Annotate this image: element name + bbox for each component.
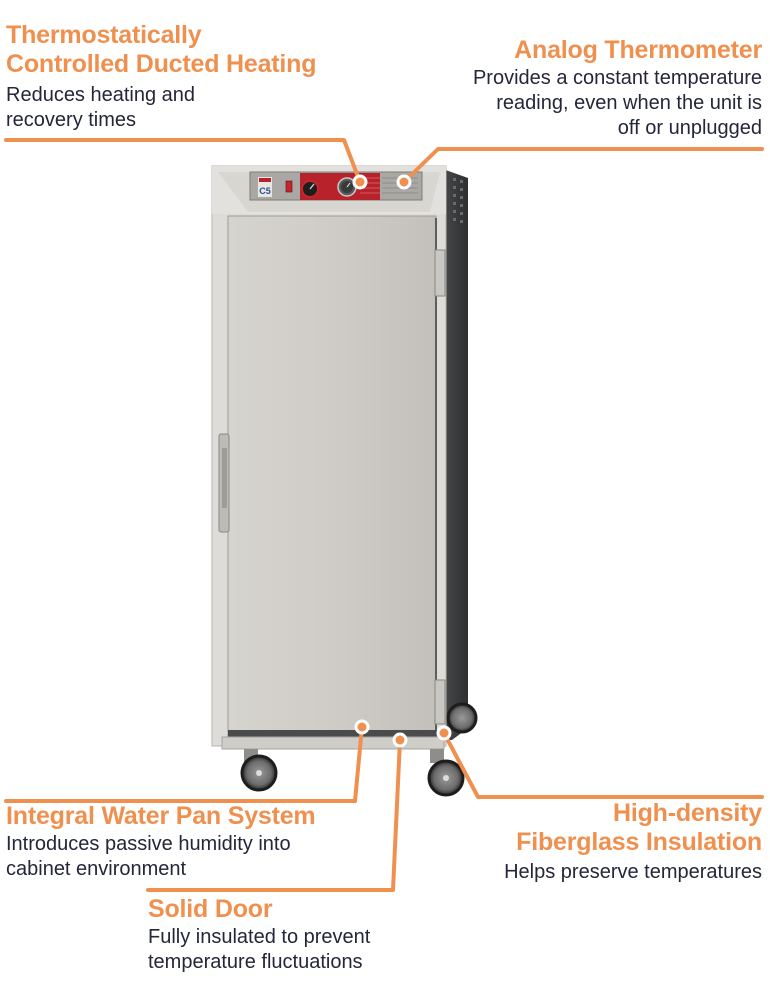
dot-insulation	[436, 725, 452, 741]
callout-title-insulation: High-density Fiberglass Insulation	[516, 799, 762, 857]
desc-line: Fully insulated to prevent	[148, 926, 371, 948]
casters	[240, 702, 478, 797]
title-line: Solid Door	[148, 895, 273, 923]
line-solid-door	[146, 738, 402, 892]
dot-ducted-heating	[352, 174, 368, 190]
callout-desc-ducted-heating: Reduces heating and recovery times	[6, 83, 195, 133]
cabinet-body: C5	[211, 165, 447, 750]
bottom-hinge	[434, 679, 446, 725]
title-line: Analog Thermometer	[514, 36, 762, 64]
callout-dots	[352, 174, 452, 748]
desc-line: Introduces passive humidity into	[6, 833, 291, 855]
desc-line: temperature fluctuations	[148, 951, 363, 973]
callout-title-solid-door: Solid Door	[148, 895, 273, 924]
line-insulation	[442, 731, 764, 799]
brand-logo: C5	[259, 186, 271, 196]
title-line: Fiberglass Insulation	[516, 828, 762, 856]
desc-line: reading, even when the unit is	[496, 92, 762, 114]
dot-solid-door	[392, 732, 408, 748]
line-water-pan	[4, 725, 364, 803]
line-ducted-heating	[4, 138, 362, 184]
line-analog-thermometer	[402, 147, 764, 184]
callout-desc-insulation: Helps preserve temperatures	[504, 860, 762, 885]
title-line: High-density	[613, 799, 762, 827]
desc-line: cabinet environment	[6, 858, 187, 880]
desc-line: off or unplugged	[617, 117, 762, 139]
cabinet-side-panel	[440, 168, 468, 740]
desc-line: Reduces heating and	[6, 84, 196, 106]
callout-title-analog-thermometer: Analog Thermometer	[514, 36, 762, 65]
top-hinge	[434, 249, 446, 297]
callout-title-water-pan: Integral Water Pan System	[6, 802, 316, 831]
title-line: Thermostatically	[6, 21, 202, 49]
desc-line: Provides a constant temperature	[472, 67, 762, 89]
callout-title-ducted-heating: Thermostatically Controlled Ducted Heati…	[6, 21, 316, 79]
dot-analog-thermometer	[396, 174, 412, 190]
desc-line: Helps preserve temperatures	[504, 861, 762, 883]
callout-lines	[4, 138, 764, 892]
dot-water-pan	[354, 719, 370, 735]
callout-desc-water-pan: Introduces passive humidity into cabinet…	[6, 832, 291, 882]
solid-door	[227, 215, 437, 737]
desc-line: recovery times	[6, 109, 137, 131]
callout-desc-solid-door: Fully insulated to prevent temperature f…	[148, 925, 370, 975]
title-line: Integral Water Pan System	[6, 802, 316, 830]
title-line: Controlled Ducted Heating	[6, 50, 317, 78]
callout-desc-analog-thermometer: Provides a constant temperature reading,…	[473, 66, 762, 141]
